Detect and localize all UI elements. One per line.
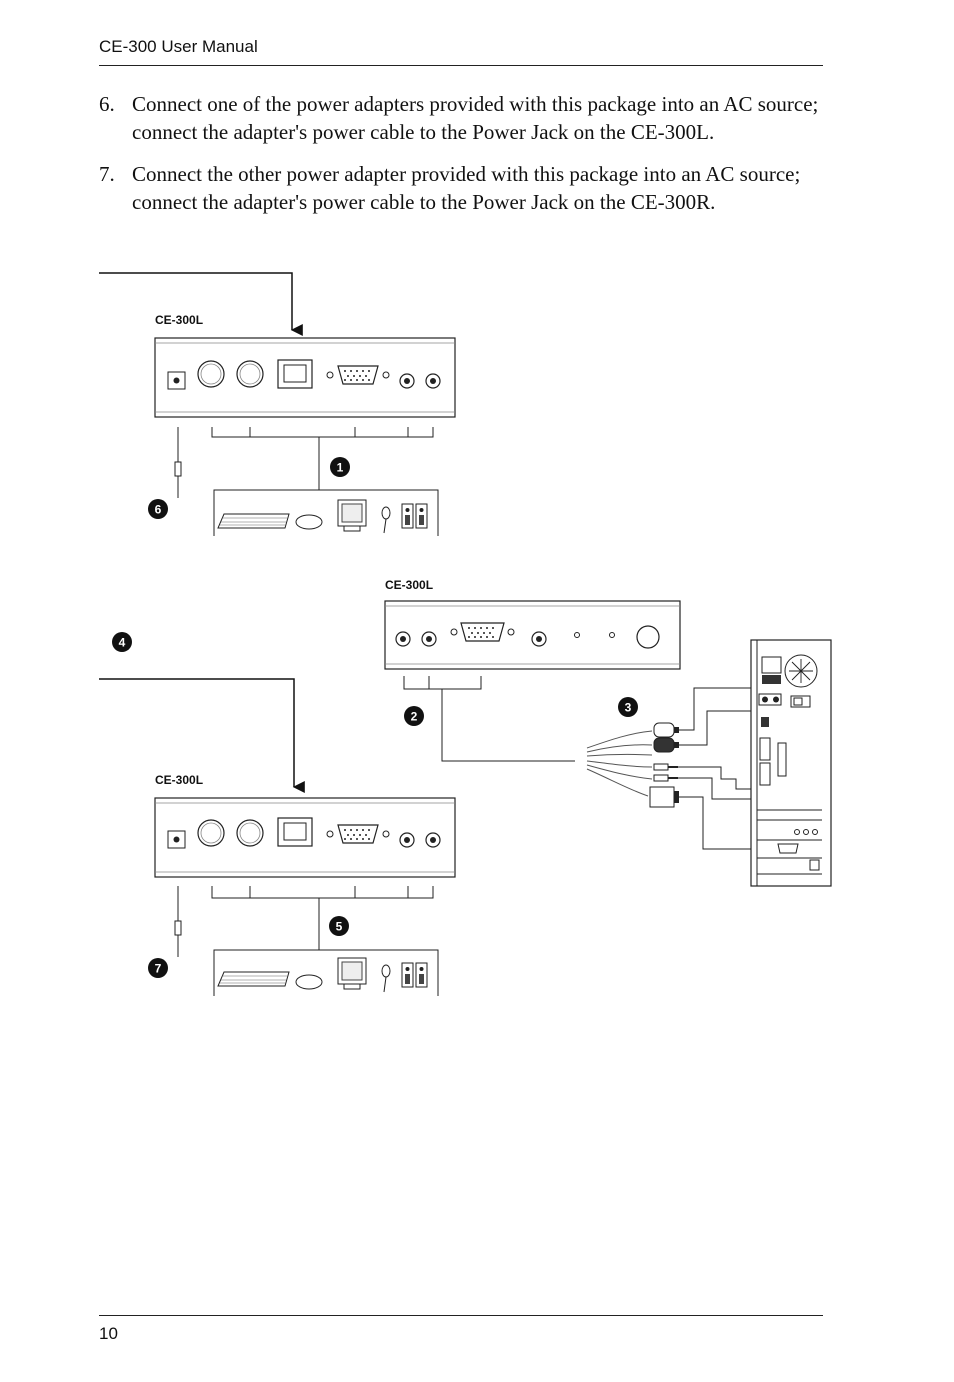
keyboard-icon [217, 971, 290, 987]
step-badge: 4 [112, 632, 132, 652]
step-badge: 5 [329, 916, 349, 936]
monitor-icon [337, 957, 367, 990]
power-socket-icon [761, 656, 782, 674]
step-number: 7. [99, 162, 115, 186]
vga-plug-icon [649, 786, 675, 808]
ps2-plug-icon [653, 737, 675, 753]
step-badge: 3 [618, 697, 638, 717]
svg-text:6: 6 [155, 503, 162, 517]
audio-plug-icon [653, 774, 669, 782]
step-item: 6. Connect one of the power adapters pro… [99, 90, 859, 146]
monitor-icon [337, 499, 367, 532]
power-arrow-top [99, 272, 303, 336]
led-icon [574, 632, 580, 638]
knob-icon [636, 625, 660, 649]
ps2-port-icon [197, 360, 225, 388]
microphone-icon [381, 506, 391, 534]
instruction-list: 6. Connect one of the power adapters pro… [99, 90, 859, 230]
step-badge: 2 [404, 706, 424, 726]
svg-text:5: 5 [336, 920, 343, 934]
power-jack-icon [173, 377, 180, 384]
rj45-port-icon [277, 817, 313, 847]
unit-label: CE-300L [155, 313, 203, 327]
vga-port-icon [460, 622, 505, 642]
step-item: 7. Connect the other power adapter provi… [99, 160, 859, 216]
audio-plug-icon [653, 763, 669, 771]
svg-text:2: 2 [411, 710, 418, 724]
ps2-port-icon [197, 819, 225, 847]
svg-text:4: 4 [119, 636, 126, 650]
pc-rear-panel [750, 639, 832, 887]
unit-middle: CE-300L [384, 578, 681, 762]
vga-port-icon [337, 365, 379, 385]
step-badge: 1 [330, 457, 350, 477]
svg-text:1: 1 [337, 461, 344, 475]
ps2-port-icon [236, 360, 264, 388]
ps2-port-icon [236, 819, 264, 847]
power-jack-icon [173, 836, 180, 843]
led-icon [609, 632, 615, 638]
svg-text:7: 7 [155, 962, 162, 976]
microphone-icon [381, 964, 391, 993]
unit-bottom: CE-300L [99, 678, 456, 996]
unit-label: CE-300L [385, 578, 433, 592]
step-badge: 7 [148, 958, 168, 978]
page-number: 10 [99, 1324, 118, 1343]
mouse-icon [295, 514, 323, 530]
power-plug-icon [174, 920, 182, 936]
step-badge: 6 [148, 499, 168, 519]
ps2-plug-icon [653, 722, 675, 738]
step-text: Connect one of the power adapters provid… [132, 92, 819, 144]
running-header: CE-300 User Manual [99, 37, 258, 56]
rj45-port-icon [277, 359, 313, 389]
power-arrow-bottom [99, 678, 305, 793]
vga-port-icon [777, 843, 799, 854]
step-text: Connect the other power adapter provided… [132, 162, 801, 214]
unit-label: CE-300L [155, 773, 203, 787]
keyboard-icon [217, 513, 290, 529]
step-number: 6. [99, 92, 115, 116]
svg-text:3: 3 [625, 701, 632, 715]
speakers-icon [401, 503, 428, 529]
mouse-icon [295, 974, 323, 990]
speakers-icon [401, 962, 428, 988]
unit-top: CE-300L [99, 272, 456, 536]
vga-port-icon [337, 824, 379, 844]
power-plug-icon [174, 461, 182, 477]
header-rule [99, 65, 823, 66]
footer-rule [99, 1315, 823, 1316]
